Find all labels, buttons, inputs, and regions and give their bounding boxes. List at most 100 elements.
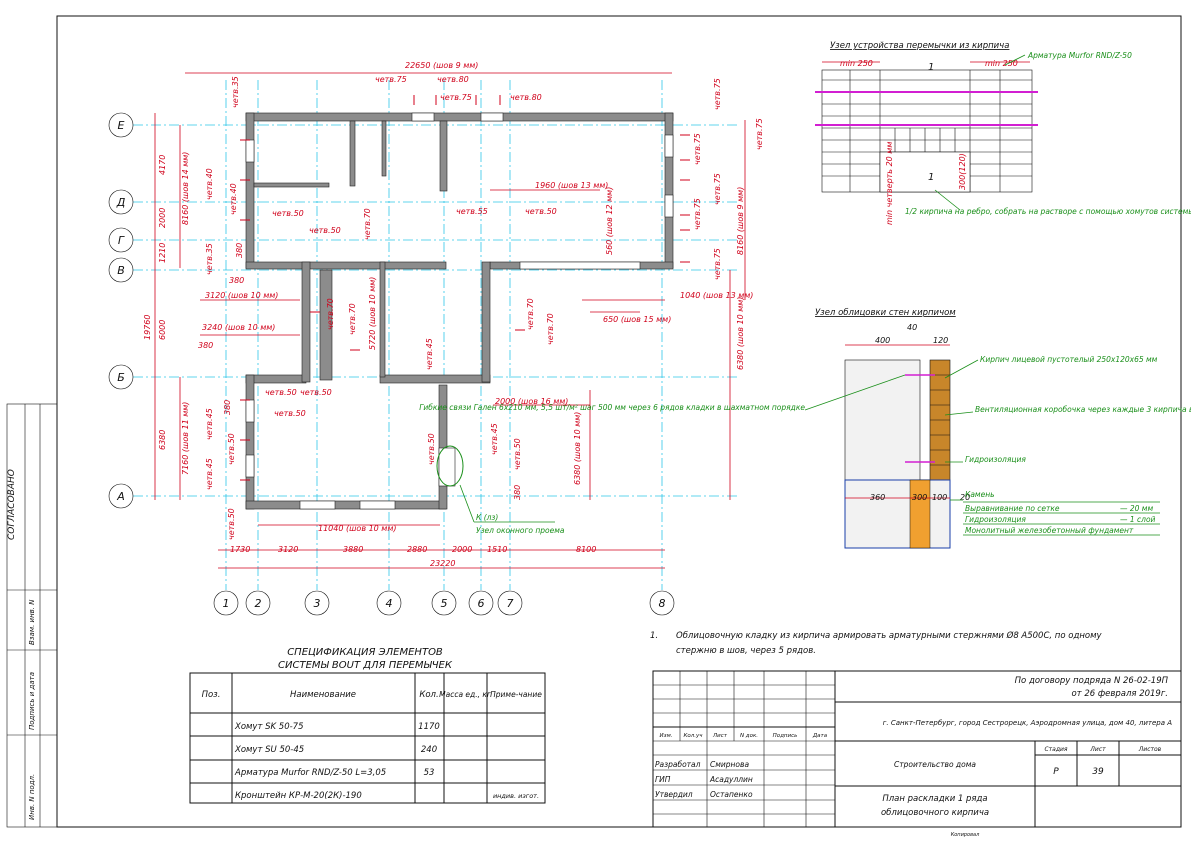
margin-field-3: Инв. N подл. xyxy=(28,774,36,820)
left-dim: 19760 xyxy=(143,315,152,340)
right-label: четв.75 xyxy=(713,78,722,110)
inner-label: 3240 (шов 10 мм) xyxy=(202,323,275,332)
margin-field-1: Взам. инв. N xyxy=(28,599,36,645)
spec-row-qty: 240 xyxy=(421,745,437,755)
contract-line-1: По договору подряда N 26-02-19П xyxy=(1015,676,1169,686)
cladding-node-title: Узел облицовки стен кирпичом xyxy=(815,308,956,318)
clad-dim: 20 xyxy=(960,493,970,502)
left-label: четв.50 xyxy=(227,508,236,540)
left-dim: 2000 xyxy=(158,208,167,228)
inner-label: четв.70 xyxy=(348,303,357,335)
inner-label: четв.45 xyxy=(490,423,499,455)
col-head: Дата xyxy=(812,733,828,739)
vertical-note: min четверть 20 мм xyxy=(885,142,894,225)
spec-row-name: Хомут SU 50-45 xyxy=(234,745,304,755)
left-label: четв.45 xyxy=(205,408,214,440)
clad-layer: Выравнивание по сетке xyxy=(965,504,1060,513)
spec-header-qty: Кол. xyxy=(419,690,438,700)
sheet-head: Лист xyxy=(1089,746,1106,753)
spec-row-qty: 53 xyxy=(424,768,435,778)
section-mark-top: 1 xyxy=(928,62,934,73)
inner-label: 380 xyxy=(223,400,232,415)
spec-table: СПЕЦИФИКАЦИЯ ЭЛЕМЕНТОВ СИСТЕМЫ BOUT ДЛЯ … xyxy=(189,647,546,804)
axis-letter: В xyxy=(117,264,125,277)
top-label: четв.35 xyxy=(231,76,240,108)
format-label: Копировал xyxy=(951,832,980,838)
left-dim: 1210 xyxy=(158,243,167,263)
bottom-overall-dim: 11040 (шов 10 мм) xyxy=(318,524,397,533)
top-label: четв.75 xyxy=(375,75,407,84)
clad-left-note: Гибкие связи Гален 6х210 мм, 5,5 шт/м² ш… xyxy=(419,403,805,412)
axis-number: 2 xyxy=(255,597,262,610)
node-mark: К (лз) xyxy=(476,513,498,522)
inner-label: четв.70 xyxy=(363,208,372,240)
role-label: Утвердил xyxy=(655,790,693,799)
spec-row-name: Хомут SK 50-75 xyxy=(234,722,304,732)
axis-number: 8 xyxy=(659,597,666,610)
right-dim: 8160 (шов 9 мм) xyxy=(736,187,745,255)
clad-dim: 120 xyxy=(933,336,948,345)
left-dim: 6000 xyxy=(158,320,167,340)
height-note: 300(120) xyxy=(958,153,967,190)
axis-letter: А xyxy=(116,490,125,503)
right-label: четв.75 xyxy=(713,173,722,205)
bottom-dim: 3880 xyxy=(343,545,363,554)
bottom-total: 23220 xyxy=(430,559,455,568)
bottom-dim: 2000 xyxy=(452,545,472,554)
left-margin-stamp: СОГЛАСОВАНО Взам. инв. N Подпись и дата … xyxy=(6,403,58,828)
plan-dimensions: 22650 (шов 9 мм) четв.75 четв.80 четв.75… xyxy=(143,61,764,568)
left-label: четв.50 xyxy=(427,433,436,465)
spec-title-1: СПЕЦИФИКАЦИЯ ЭЛЕМЕНТОВ xyxy=(287,647,443,658)
lintel-node: Узел устройства перемычки из кирпича min… xyxy=(815,41,1191,225)
spec-row-name: Кронштейн КР-М-20(2К)-190 xyxy=(235,791,362,801)
top-label: четв.80 xyxy=(510,93,542,102)
floor-plan: Е Д Г В Б А 1 2 3 4 5 6 7 8 2 xyxy=(108,61,764,616)
inner-label: четв.50 xyxy=(272,209,304,218)
axis-letter: Е xyxy=(118,119,125,132)
inner-label: четв.55 xyxy=(456,207,488,216)
left-label: четв.35 xyxy=(205,243,214,275)
inner-label: четв.70 xyxy=(526,298,535,330)
cladding-node: Узел облицовки стен кирпичом 400 40 120 … xyxy=(419,308,1191,549)
clad-label: Гидроизоляция xyxy=(965,455,1026,464)
note-number: 1. xyxy=(650,631,658,641)
role-name: Остапенко xyxy=(710,790,753,799)
clad-layer: Монолитный железобетонный фундамент xyxy=(965,526,1134,535)
inner-label: 1960 (шов 13 мм) xyxy=(535,181,608,190)
top-label: четв.75 xyxy=(440,93,472,102)
right-dim: 6380 (шов 10 мм) xyxy=(736,297,745,370)
left-label: четв.40 xyxy=(205,168,214,200)
clad-dim: 360 xyxy=(870,493,885,502)
inner-label: четв.70 xyxy=(326,298,335,330)
axis-number: 7 xyxy=(507,597,514,610)
clad-dim: 100 xyxy=(932,493,947,502)
left-dim-inner: 7160 (шов 11 мм) xyxy=(181,402,190,475)
top-label: четв.80 xyxy=(437,75,469,84)
spec-title-2: СИСТЕМЫ BOUT ДЛЯ ПЕРЕМЫЧЕК xyxy=(278,660,453,671)
col-head: Изм. xyxy=(660,733,673,739)
bottom-dim: 1730 xyxy=(230,545,250,554)
axis-number: 5 xyxy=(441,597,448,610)
inner-label: 5720 (шов 10 мм) xyxy=(368,277,377,350)
col-head: Лист xyxy=(712,733,728,739)
note-text-2: стержню в шов, через 5 рядов. xyxy=(676,646,816,656)
spec-header-name: Наименование xyxy=(290,690,356,700)
spec-header-pos: Поз. xyxy=(202,690,221,700)
inner-label: четв.50 xyxy=(274,409,306,418)
inner-label: 560 (шов 12 мм) xyxy=(605,187,614,255)
inner-label: 3120 (шов 10 мм) xyxy=(205,291,278,300)
inner-label: четв.50 xyxy=(513,438,522,470)
role-name: Асадуллин xyxy=(709,775,753,784)
lintel-node-title: Узел устройства перемычки из кирпича xyxy=(830,41,1009,51)
doc-title-1: План раскладки 1 ряда xyxy=(882,794,987,804)
section-mark-bottom: 1 xyxy=(928,172,934,183)
inner-label: 380 xyxy=(513,485,522,500)
clad-label: Камень xyxy=(965,490,995,499)
axis-number: 3 xyxy=(314,597,321,610)
clad-dim: 400 xyxy=(875,336,890,345)
min-left: min 250 xyxy=(840,59,873,68)
axis-number: 6 xyxy=(478,597,485,610)
right-dim: 650 (шов 15 мм) xyxy=(603,315,671,324)
inner-label: четв.70 xyxy=(546,313,555,345)
axis-bubbles-numbers: 1 2 3 4 5 6 7 8 xyxy=(213,590,675,616)
